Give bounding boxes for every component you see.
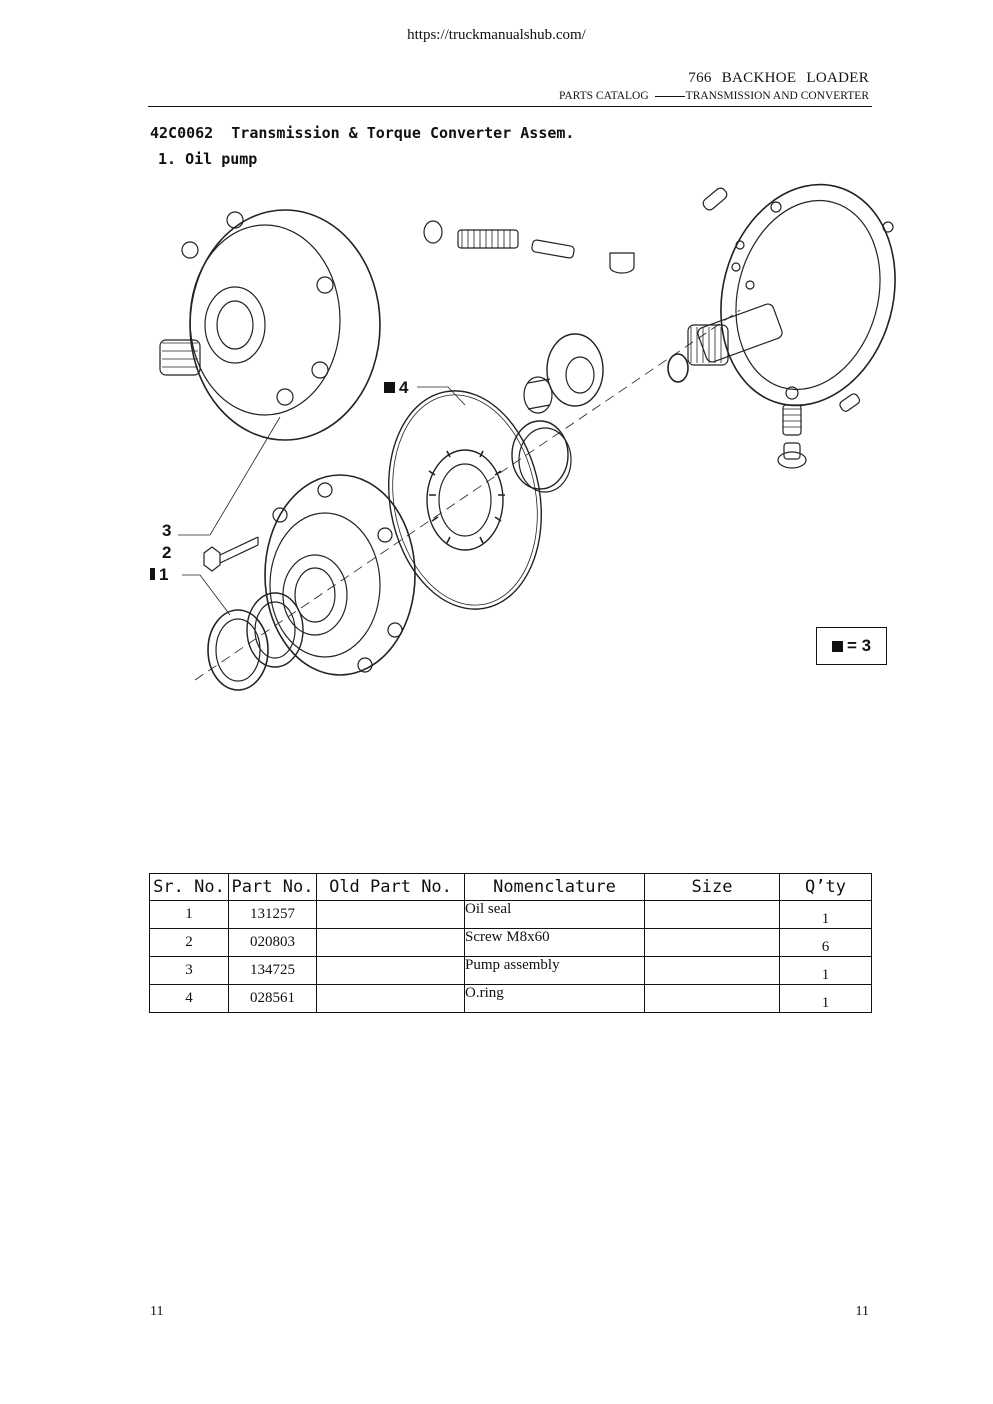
spring-plug-parts xyxy=(777,386,861,469)
section-title: 42C0062 Transmission & Torque Converter … xyxy=(150,124,575,142)
page-number-left: 11 xyxy=(150,1304,164,1319)
callout-3: 3 xyxy=(162,521,172,540)
pump-housing-top xyxy=(159,209,381,441)
col-size: Size xyxy=(644,873,780,901)
legend-text: = 3 xyxy=(846,636,872,655)
cell-size xyxy=(644,956,780,985)
small-gear-part xyxy=(523,333,604,414)
cell-name: Screw M8x60 xyxy=(464,928,645,957)
source-url: https://truckmanualshub.com/ xyxy=(407,27,586,43)
cell-sr: 3 xyxy=(149,956,229,985)
cell-qty: 1 xyxy=(779,900,872,929)
cell-size xyxy=(644,928,780,957)
col-old-part-no: Old Part No. xyxy=(316,873,465,901)
callout-1: 1 xyxy=(150,565,168,585)
cell-name: O.ring xyxy=(464,984,645,1013)
valve-parts-row xyxy=(423,187,894,274)
header-dash xyxy=(654,95,685,97)
parts-table: Sr. No. Part No. Old Part No. Nomenclatu… xyxy=(149,873,872,1013)
callout-1-label: 1 xyxy=(159,565,169,584)
marked-bar-icon xyxy=(150,568,155,580)
cell-qty: 6 xyxy=(779,928,872,957)
cell-size xyxy=(644,984,780,1013)
ring-gear-part xyxy=(426,449,505,551)
o-ring-part xyxy=(388,390,542,610)
cell-part: 134725 xyxy=(228,956,317,985)
cell-size xyxy=(644,900,780,929)
screw-part xyxy=(203,536,259,572)
table-row: 2 020803 Screw M8x60 6 xyxy=(149,928,872,957)
col-nomenclature: Nomenclature xyxy=(464,873,645,901)
leader-line-3 xyxy=(178,416,281,536)
col-sr-no: Sr. No. xyxy=(149,873,229,901)
header-sub-right: TRANSMISSION AND CONVERTER xyxy=(685,90,869,102)
pump-shaft-body xyxy=(687,183,896,407)
cell-sr: 4 xyxy=(149,984,229,1013)
cell-part: 020803 xyxy=(228,928,317,957)
col-part-no: Part No. xyxy=(228,873,317,901)
header-rule xyxy=(148,106,872,107)
cell-old xyxy=(316,956,465,985)
cell-part: 028561 xyxy=(228,984,317,1013)
subsection-title: 1. Oil pump xyxy=(158,150,258,168)
callout-4-label: 4 xyxy=(399,378,409,397)
header-title: 766 BACKHOE LOADER xyxy=(688,70,869,86)
cell-name: Pump assembly xyxy=(464,956,645,985)
cell-old xyxy=(316,984,465,1013)
table-row: 3 134725 Pump assembly 1 xyxy=(149,956,872,985)
page-number-right: 11 xyxy=(855,1304,869,1319)
cell-part: 131257 xyxy=(228,900,317,929)
cell-qty: 1 xyxy=(779,984,872,1013)
header-sub-left: PARTS CATALOG xyxy=(559,90,649,102)
exploded-view-drawing xyxy=(140,175,910,715)
table-header-row: Sr. No. Part No. Old Part No. Nomenclatu… xyxy=(149,873,872,901)
cell-qty: 1 xyxy=(779,956,872,985)
legend-square-icon xyxy=(831,640,843,652)
pump-housing-bottom xyxy=(264,474,416,676)
cell-sr: 2 xyxy=(149,928,229,957)
bushing-part xyxy=(511,420,572,493)
oil-seal-part xyxy=(207,592,304,691)
leader-line-1 xyxy=(182,574,231,616)
leader-line-4 xyxy=(417,386,466,406)
header-subtitle: PARTS CATALOG TRANSMISSION AND CONVERTER xyxy=(559,90,869,102)
cell-name: Oil seal xyxy=(464,900,645,929)
cell-old xyxy=(316,928,465,957)
callout-2: 2 xyxy=(162,543,172,562)
cell-sr: 1 xyxy=(149,900,229,929)
table-row: 1 131257 Oil seal 1 xyxy=(149,900,872,929)
callout-4: 4 xyxy=(384,378,408,398)
legend-box: = 3 xyxy=(816,627,887,665)
marked-square-icon xyxy=(384,382,395,393)
cell-old xyxy=(316,900,465,929)
col-qty: Q’ty xyxy=(779,873,872,901)
table-row: 4 028561 O.ring 1 xyxy=(149,984,872,1013)
